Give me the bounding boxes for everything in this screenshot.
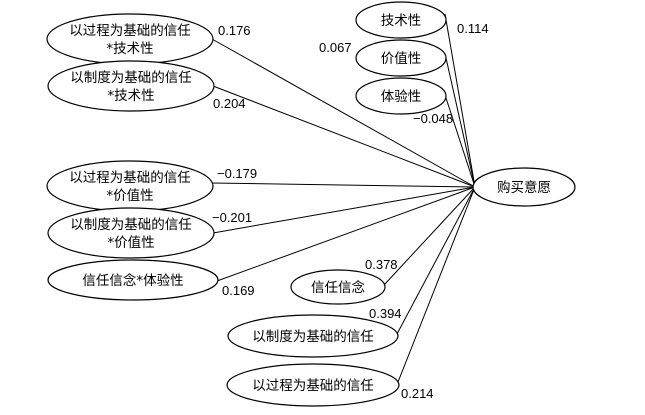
node-trust-belief-shape bbox=[290, 269, 386, 305]
coef-technical: 0.114 bbox=[457, 21, 489, 36]
node-system-trust-x-value: 以制度为基础的信任 *价值性 −0.201 bbox=[47, 207, 252, 259]
node-value: 价值性 0.067 bbox=[319, 39, 447, 77]
coef-experience: −0.048 bbox=[413, 111, 453, 126]
node-system-trust-x-technical-line-1: 以制度为基础的信任 bbox=[70, 69, 192, 86]
node-trust-belief-x-experience: 信任信念*体验性 0.169 bbox=[47, 259, 255, 301]
edge-system-trust-x-value bbox=[212, 186, 476, 234]
node-trust-belief-label: 信任信念 bbox=[311, 279, 365, 296]
edge-process-trust-x-technical bbox=[211, 38, 476, 188]
coef-trust-belief-x-experience: 0.169 bbox=[222, 283, 255, 298]
edge-technical bbox=[444, 13, 476, 188]
node-experience: 体验性 −0.048 bbox=[355, 77, 453, 126]
edge-trust-belief bbox=[383, 186, 476, 286]
edge-experience bbox=[445, 97, 476, 188]
node-system-trust: 以制度为基础的信任 0.394 bbox=[227, 306, 402, 358]
node-system-trust-x-technical-shape bbox=[47, 60, 215, 112]
node-system-trust-x-value-shape bbox=[47, 207, 215, 259]
node-trust-belief-x-experience-shape bbox=[47, 259, 219, 301]
node-technical-shape bbox=[355, 1, 447, 39]
edge-system-trust bbox=[396, 186, 476, 335]
edge-trust-belief-x-experience bbox=[216, 186, 476, 282]
node-process-trust-shape bbox=[226, 363, 400, 407]
node-process-trust-x-value-line-1: 以过程为基础的信任 bbox=[69, 169, 191, 186]
node-system-trust-x-value-line-2: *价值性 bbox=[107, 235, 154, 251]
node-process-trust-x-technical-line-1: 以过程为基础的信任 bbox=[69, 22, 191, 39]
node-system-trust-shape bbox=[227, 314, 399, 358]
coef-system-trust-x-technical: 0.204 bbox=[213, 96, 246, 111]
node-value-shape bbox=[355, 39, 447, 77]
node-system-trust-label: 以制度为基础的信任 bbox=[252, 328, 374, 345]
node-process-trust: 以过程为基础的信任 0.214 bbox=[226, 363, 434, 407]
coef-process-trust: 0.214 bbox=[401, 386, 434, 401]
edge-system-trust-x-technical bbox=[212, 85, 476, 188]
edges-layer bbox=[211, 13, 476, 383]
node-technical: 技术性 0.114 bbox=[355, 1, 489, 39]
node-process-trust-x-technical: 以过程为基础的信任 *技术性 0.176 bbox=[46, 13, 251, 65]
node-purchase-intention-shape bbox=[472, 167, 576, 207]
node-process-trust-x-value-line-2: *价值性 bbox=[106, 188, 153, 204]
edge-process-trust-x-value bbox=[211, 182, 476, 188]
node-system-trust-x-technical: 以制度为基础的信任 *技术性 0.204 bbox=[47, 60, 246, 112]
node-technical-label: 技术性 bbox=[381, 13, 422, 29]
node-system-trust-x-value-line-1: 以制度为基础的信任 bbox=[70, 216, 192, 233]
node-process-trust-x-technical-line-2: *技术性 bbox=[106, 41, 153, 57]
coef-trust-belief: 0.378 bbox=[365, 257, 398, 272]
node-value-label: 价值性 bbox=[381, 51, 422, 67]
coef-process-trust-x-technical: 0.176 bbox=[218, 23, 251, 38]
node-experience-shape bbox=[355, 77, 447, 115]
coef-system-trust-x-value: −0.201 bbox=[212, 210, 252, 225]
node-process-trust-x-value: 以过程为基础的信任 *价值性 −0.179 bbox=[46, 160, 257, 212]
edge-process-trust bbox=[397, 186, 476, 383]
node-purchase-intention: 购买意愿 bbox=[472, 167, 576, 207]
node-experience-label: 体验性 bbox=[381, 89, 422, 105]
coef-value: 0.067 bbox=[319, 40, 352, 55]
node-process-trust-label: 以过程为基础的信任 bbox=[252, 377, 374, 394]
coef-process-trust-x-value: −0.179 bbox=[217, 166, 257, 181]
coef-system-trust: 0.394 bbox=[369, 306, 402, 321]
node-purchase-intention-label: 购买意愿 bbox=[497, 179, 551, 196]
node-trust-belief-x-experience-label: 信任信念*体验性 bbox=[82, 272, 183, 289]
edge-value bbox=[445, 57, 476, 188]
node-trust-belief: 信任信念 0.378 bbox=[290, 257, 398, 305]
node-system-trust-x-technical-line-2: *技术性 bbox=[107, 88, 154, 104]
